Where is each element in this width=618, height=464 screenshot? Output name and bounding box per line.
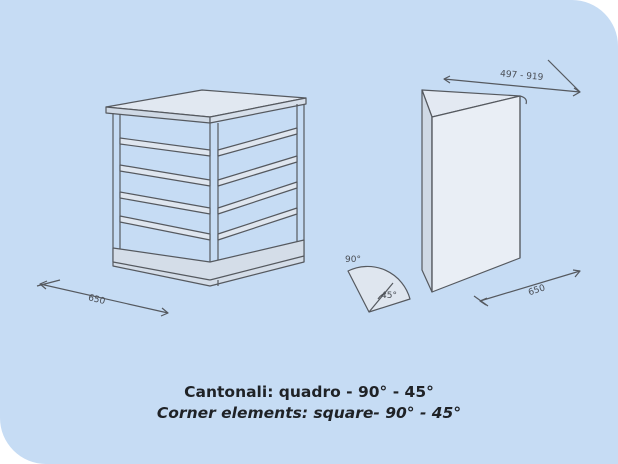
- caption-english: Corner elements: square- 90° - 45°: [156, 404, 462, 422]
- angle-fan-drawing: [347, 265, 411, 313]
- square-cabinet-drawing: [105, 89, 307, 287]
- dimension-497-919: [443, 59, 581, 97]
- dimension-label-650-left: 650: [87, 293, 106, 307]
- angle-label-90: 90°: [345, 255, 361, 265]
- dimension-650-right: [473, 269, 581, 307]
- dimension-650-left: [36, 279, 169, 317]
- caption-italian: Cantonali: quadro - 90° - 45°: [184, 383, 434, 401]
- dimension-label-497-919: 497 - 919: [500, 69, 544, 83]
- angle-label-45: 45°: [381, 291, 397, 301]
- corner-cabinet-drawing: [421, 89, 527, 293]
